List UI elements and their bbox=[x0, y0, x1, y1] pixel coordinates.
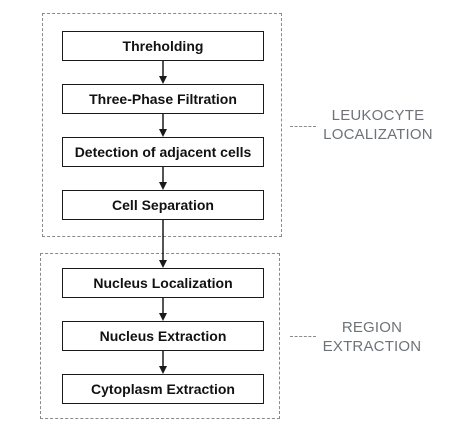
leukocyte-localization-group bbox=[42, 13, 282, 237]
region-extraction-label: REGION EXTRACTION bbox=[312, 318, 432, 356]
leukocyte-localization-label: LEUKOCYTE LOCALIZATION bbox=[318, 106, 438, 144]
region-label-line1: REGION bbox=[341, 319, 403, 336]
step-nucleus-localization: Nucleus Localization bbox=[62, 268, 264, 298]
step-thresholding-text: Threholding bbox=[122, 38, 204, 54]
step-thresholding: Threholding bbox=[62, 31, 264, 61]
step-cell-separation-text: Cell Separation bbox=[112, 197, 214, 213]
step-three-phase-filtration-text: Three-Phase Filtration bbox=[89, 91, 237, 107]
leukocyte-localization-connector bbox=[290, 126, 316, 127]
region-extraction-group bbox=[40, 253, 280, 419]
step-nucleus-localization-text: Nucleus Localization bbox=[93, 275, 233, 291]
region-extraction-connector bbox=[290, 336, 316, 337]
step-cytoplasm-extraction-text: Cytoplasm Extraction bbox=[91, 381, 235, 397]
step-nucleus-extraction: Nucleus Extraction bbox=[62, 321, 264, 351]
region-label-line2: EXTRACTION bbox=[322, 338, 422, 355]
leukocyte-label-line2: LOCALIZATION bbox=[323, 126, 433, 143]
step-cell-separation: Cell Separation bbox=[62, 190, 264, 220]
step-cytoplasm-extraction: Cytoplasm Extraction bbox=[62, 374, 264, 404]
step-detection-adjacent-cells-text: Detection of adjacent cells bbox=[74, 144, 252, 160]
step-detection-adjacent-cells: Detection of adjacent cells bbox=[62, 137, 264, 167]
leukocyte-label-line1: LEUKOCYTE bbox=[331, 107, 425, 124]
step-three-phase-filtration: Three-Phase Filtration bbox=[62, 84, 264, 114]
step-nucleus-extraction-text: Nucleus Extraction bbox=[99, 328, 227, 344]
